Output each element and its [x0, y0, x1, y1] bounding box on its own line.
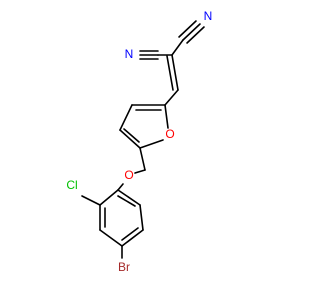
- benzene-c4-c5-inner: [121, 227, 139, 241]
- furan-o-c5: [139, 139, 164, 149]
- furan-c5-c4-inner: [123, 128, 140, 143]
- benzene-c5-c6: [139, 204, 144, 231]
- furan-c2-o: [164, 104, 169, 129]
- benzene-c6-c1: [117, 189, 141, 206]
- atom-label-nitrogen-upper: N: [204, 9, 213, 23]
- bond-o-aryl: [117, 183, 124, 191]
- bond-furan-ch2: [139, 147, 146, 171]
- nitrile-bond-upper: [178, 20, 205, 44]
- vinyl-double-bond-b: [166, 55, 174, 91]
- benzene-c6-c1-inner: [117, 195, 136, 207]
- atom-label-nitrogen-left: N: [125, 47, 134, 61]
- bond-c-cn-upper: [171, 39, 184, 56]
- bond-vinyl-furan: [164, 89, 179, 106]
- vinyl-double-bond-a: [171, 54, 179, 91]
- structure-diagram: N N O O Cl Br: [66, 9, 213, 274]
- atom-label-chlorine: Cl: [66, 178, 77, 192]
- bond-ch2-o: [134, 169, 146, 174]
- atom-label-bromine: Br: [118, 260, 130, 274]
- nitrile-bond-left: [139, 50, 159, 60]
- molecule-canvas: N N O O Cl Br: [66, 9, 213, 274]
- benzene-c3-c4: [99, 229, 123, 247]
- benzene-c1-c2: [99, 189, 119, 206]
- benzene-c4-c5: [121, 229, 144, 247]
- bond-c-cl: [81, 195, 101, 206]
- furan-c5-c4: [119, 129, 141, 149]
- furan-c4-c3: [119, 104, 133, 131]
- atom-label-oxygen-furan: O: [165, 127, 174, 141]
- atom-label-oxygen-ether: O: [124, 168, 133, 182]
